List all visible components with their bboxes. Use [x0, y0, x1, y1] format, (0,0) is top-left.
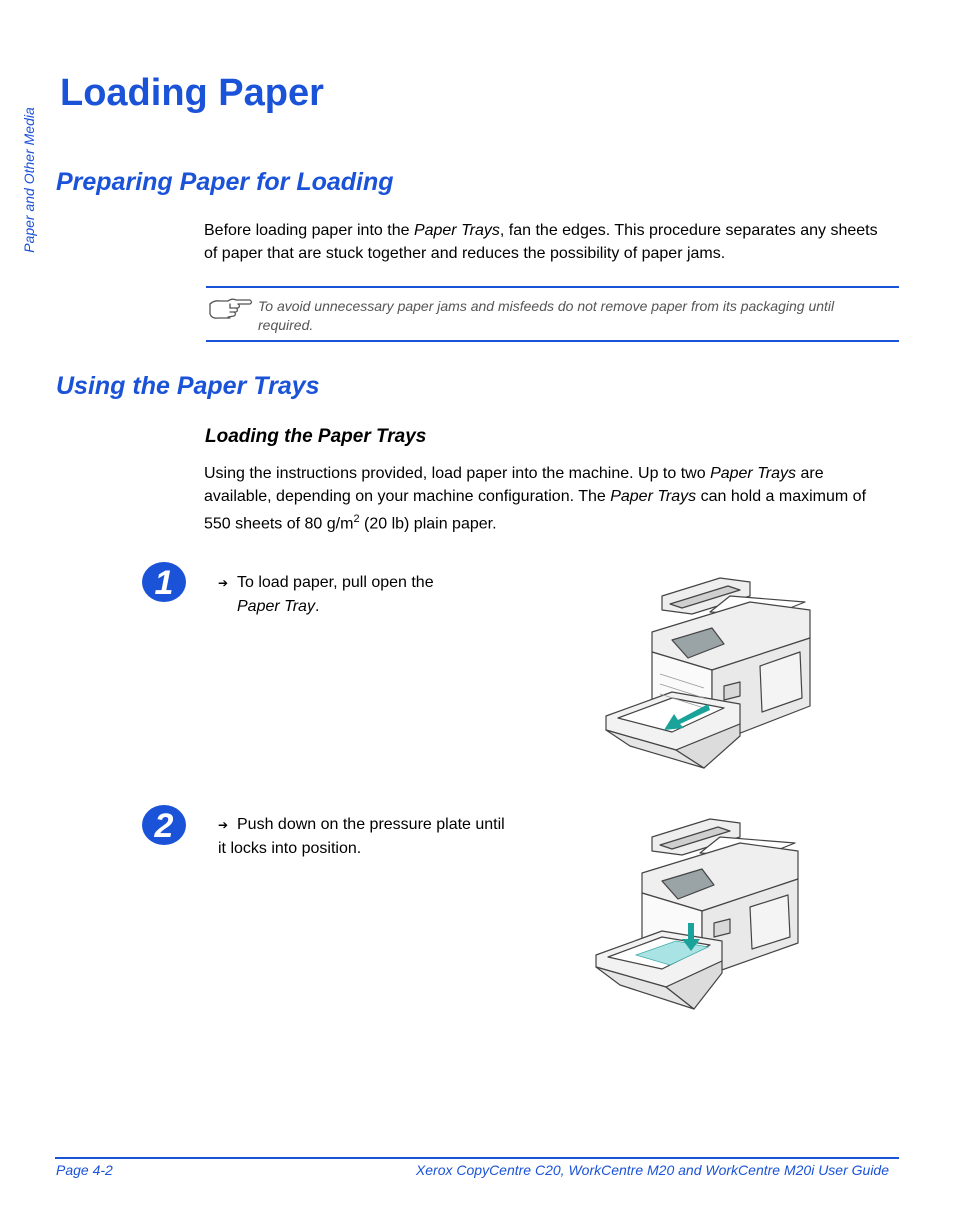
- note-text: To avoid unnecessary paper jams and misf…: [258, 298, 835, 333]
- printer-pressure-plate-illustration: [590, 815, 805, 1020]
- preparing-paragraph: Before loading paper into the Paper Tray…: [204, 222, 878, 262]
- side-tab: Paper and Other Media: [18, 80, 40, 280]
- note-box: To avoid unnecessary paper jams and misf…: [206, 286, 899, 342]
- paper-trays-term: Paper Trays: [710, 465, 797, 482]
- step-1-text: ➔To load paper, pull open the Paper Tray…: [218, 574, 434, 615]
- step-2-number: 2: [140, 803, 188, 847]
- subsection-heading: Loading the Paper Trays: [205, 426, 427, 447]
- printer-tray-open-illustration: [600, 574, 815, 779]
- loading-paragraph: Using the instructions provided, load pa…: [204, 465, 867, 533]
- guide-title: Xerox CopyCentre C20, WorkCentre M20 and…: [415, 1162, 889, 1178]
- footer-rule: [55, 1157, 899, 1159]
- arrow-bullet-icon: ➔: [218, 576, 229, 590]
- page-number: Page 4-2: [56, 1162, 113, 1178]
- paper-trays-term: Paper Trays: [610, 488, 697, 505]
- paper-trays-term: Paper Trays: [413, 222, 500, 239]
- side-tab-label: Paper and Other Media: [21, 107, 37, 253]
- svg-text:2: 2: [154, 807, 174, 845]
- arrow-bullet-icon: ➔: [218, 818, 229, 832]
- step-1-number: 1: [140, 560, 188, 604]
- section-heading-preparing: Preparing Paper for Loading: [56, 168, 394, 196]
- svg-text:1: 1: [155, 564, 174, 602]
- paper-tray-term: Paper Tray: [237, 598, 315, 615]
- step-2-text: ➔Push down on the pressure plate until i…: [218, 816, 505, 857]
- page-title: Loading Paper: [60, 72, 324, 114]
- pointing-hand-icon: [208, 296, 254, 327]
- section-heading-using: Using the Paper Trays: [56, 372, 320, 400]
